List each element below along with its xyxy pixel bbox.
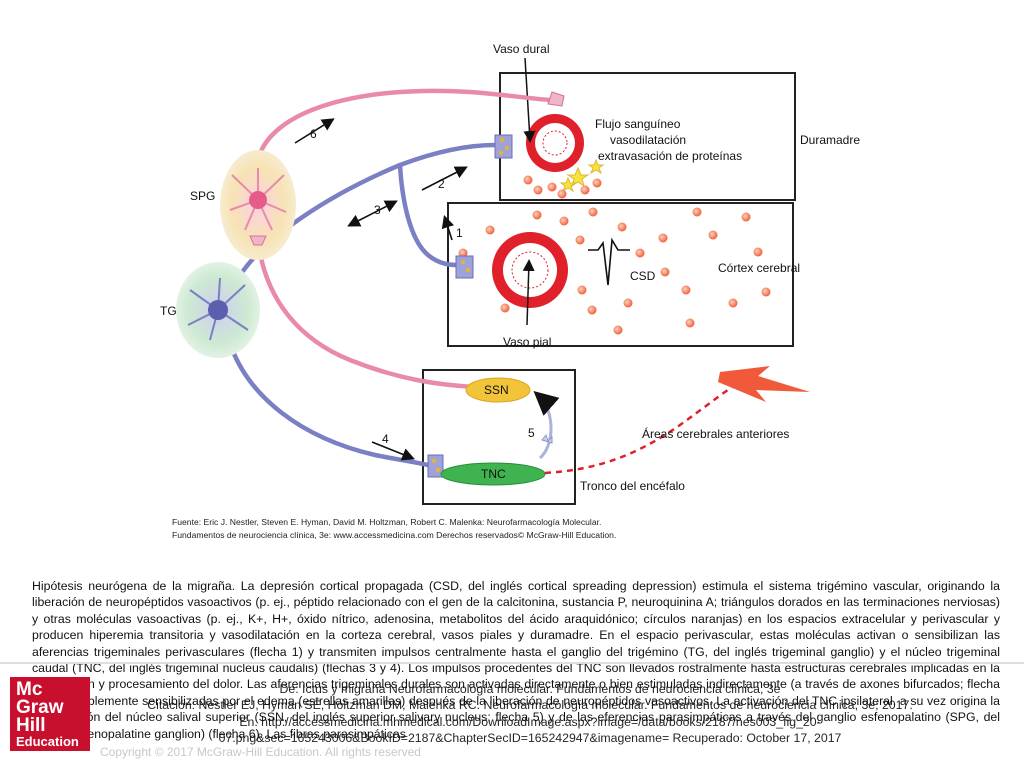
label-vasodilatacion: vasodilatación	[610, 133, 686, 147]
citation-line-3: En: http://accessmedicina.mhmedical.com/…	[239, 714, 821, 729]
figure-svg: Vaso dural Flujo sanguíneo vasodilatació…	[160, 42, 860, 540]
arrow-4-number: 4	[382, 432, 389, 446]
ssn-tnc-link	[533, 391, 560, 460]
figure-caption: Hipótesis neurógena de la migraña. La de…	[32, 579, 1000, 741]
arrow-3-number: 3	[374, 203, 381, 217]
label-extravasacion: extravasación de proteínas	[598, 149, 742, 163]
label-areas: Áreas cerebrales anteriores	[642, 426, 789, 441]
interneuron-icon	[541, 433, 553, 444]
csd-waveform	[588, 237, 630, 286]
migraine-figure: Vaso dural Flujo sanguíneo vasodilatació…	[160, 40, 870, 545]
citation-line-1: De: Ictus y migraña Neurofarmacología mo…	[279, 682, 781, 696]
arrow-6-number: 6	[310, 127, 317, 141]
citation-block: De: Ictus y migraña Neurofarmacología mo…	[80, 681, 980, 747]
label-tronco: Tronco del encéfalo	[580, 479, 685, 493]
dural-vessel	[526, 114, 584, 172]
citation-line-2: Citación: Nestler EJ, Hyman SE, Holtzman…	[147, 698, 913, 713]
label-cortex: Córtex cerebral	[718, 261, 800, 275]
logo-line-4: Education	[16, 734, 79, 749]
ssn-nucleus	[465, 377, 531, 403]
label-vaso-dural: Vaso dural	[493, 42, 549, 56]
arrow-1	[441, 214, 455, 241]
vasoactive-molecules	[458, 175, 771, 335]
spg-ganglion	[220, 150, 296, 260]
tnc-nucleus	[440, 462, 546, 486]
label-csd: CSD	[630, 269, 656, 283]
pial-vessel-pointer	[522, 259, 535, 326]
label-duramadre: Duramadre	[800, 133, 860, 147]
arrow-4	[371, 441, 415, 461]
pial-vessel	[492, 232, 568, 308]
label-tnc: TNC	[481, 467, 506, 481]
label-tg: TG	[160, 304, 177, 318]
tg-ganglion	[176, 262, 260, 358]
citation-line-4: 07.png&sec=165243006&BookID=2187&Chapter…	[218, 731, 842, 746]
arrow-1-number: 1	[456, 226, 463, 240]
source-line-2: Fundamentos de neurociencia clínica, 3e:…	[172, 530, 616, 540]
source-line-1: Fuente: Eric J. Nestler, Steven E. Hyman…	[172, 517, 601, 527]
lightning-icon	[718, 366, 810, 402]
arrow-5-number: 5	[528, 426, 535, 440]
footer-divider	[0, 662, 1024, 664]
parasympathetic-fibers	[255, 88, 555, 390]
logo-line-3: Hill	[16, 715, 46, 736]
edema-stars	[559, 158, 605, 193]
logo-line-1: Mc	[16, 679, 43, 700]
mcgraw-hill-logo: Mc Graw Hill Education	[10, 677, 90, 751]
logo-line-2: Graw	[16, 697, 64, 718]
arrow-6	[294, 118, 335, 144]
label-flujo: Flujo sanguíneo	[595, 117, 681, 131]
arrow-2	[421, 166, 468, 191]
arrow-3	[347, 200, 398, 227]
label-vaso-pial: Vaso pial	[503, 335, 551, 349]
projection-dashed	[544, 383, 736, 475]
label-spg: SPG	[190, 189, 215, 203]
copyright-notice: Copyright © 2017 McGraw-Hill Education. …	[100, 745, 421, 759]
arrow-2-number: 2	[438, 177, 445, 191]
label-ssn: SSN	[484, 383, 509, 397]
nerve-terminals	[427, 91, 565, 478]
